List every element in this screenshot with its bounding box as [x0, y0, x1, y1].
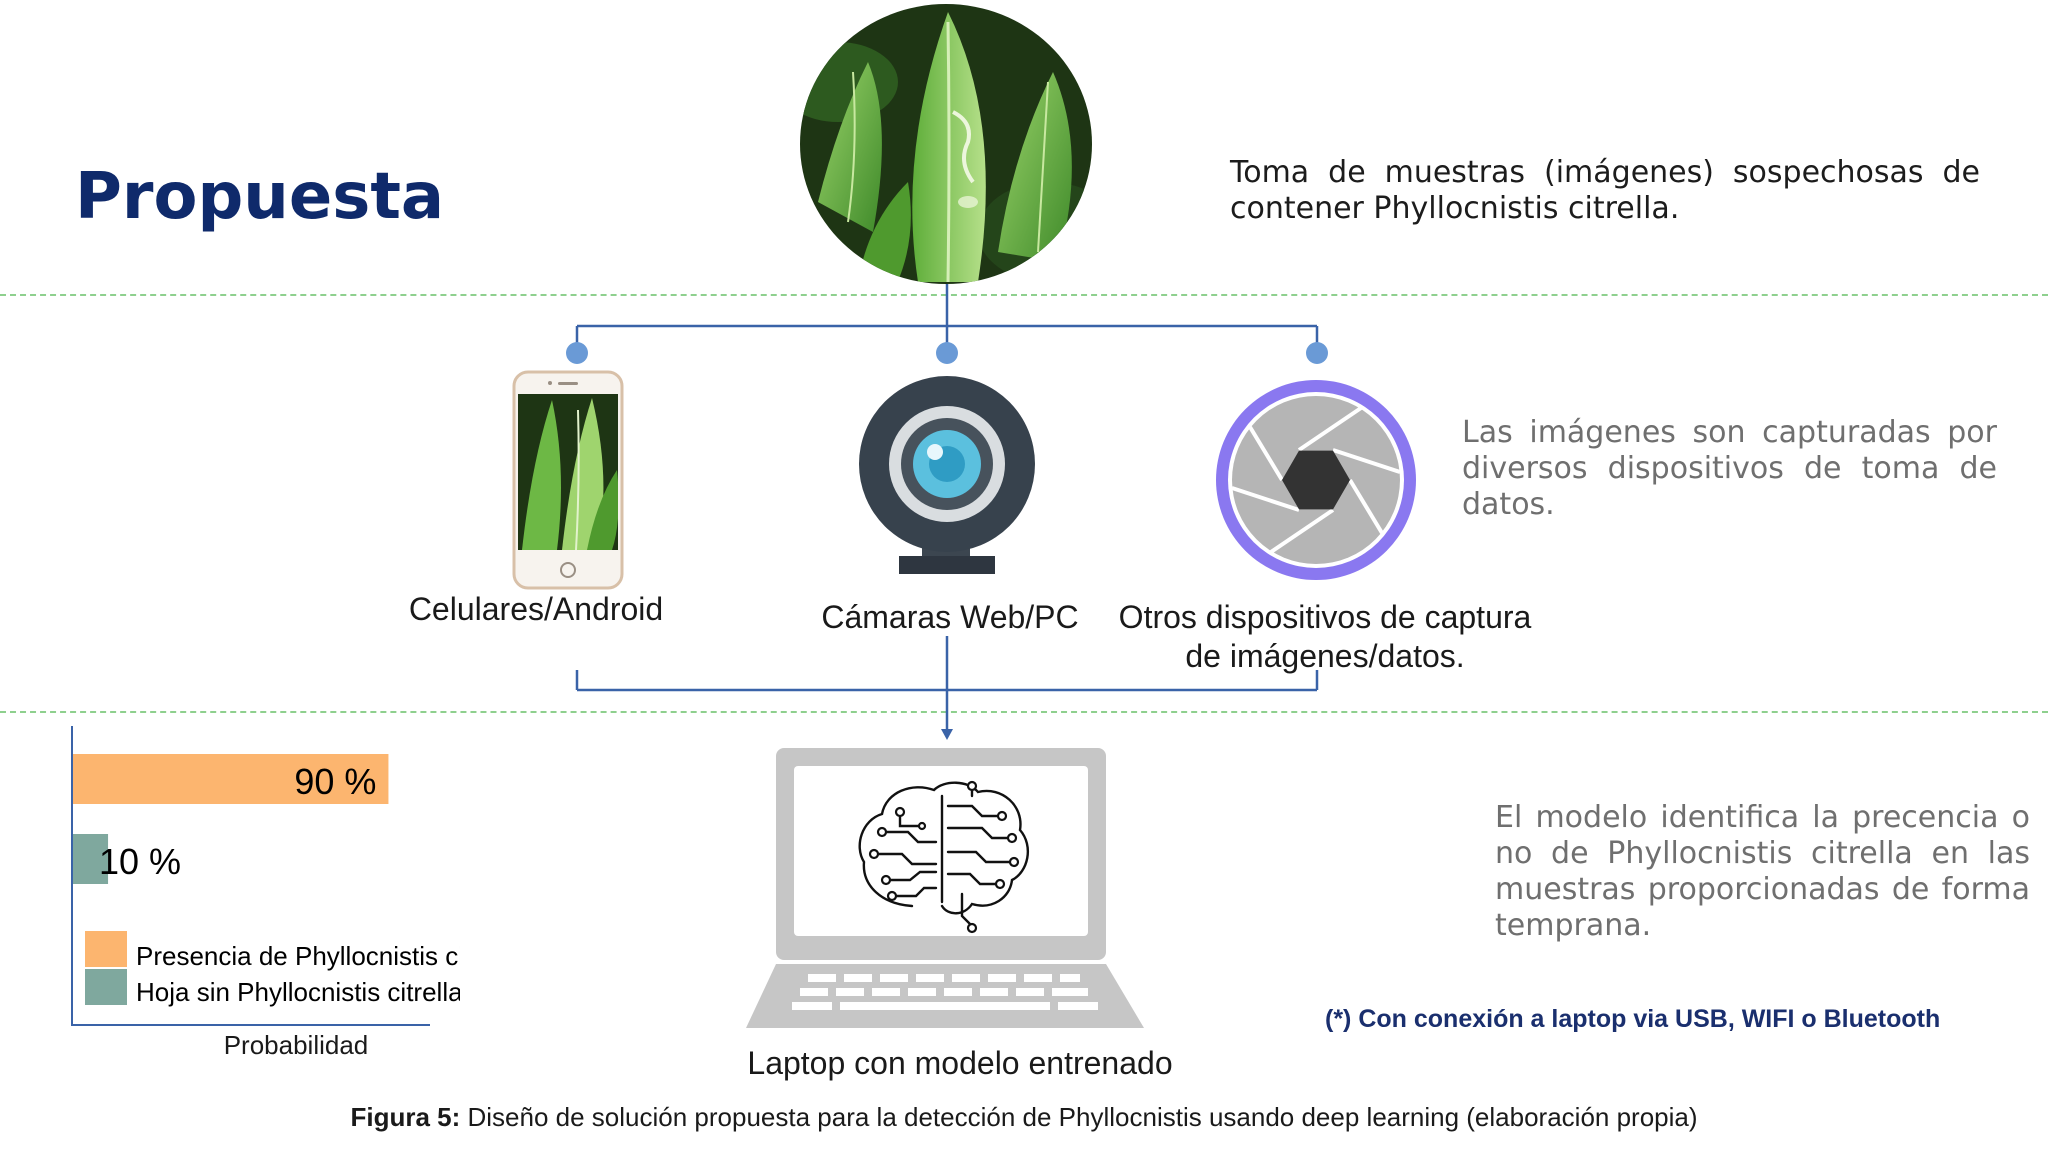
- webcam-icon: [859, 376, 1035, 574]
- legend-label-presence: Presencia de Phyllocnistis citrella: [136, 941, 460, 971]
- legend-label-healthy: Hoja sin Phyllocnistis citrella: [136, 977, 460, 1007]
- device-label-webcam: Cámaras Web/PC: [821, 599, 1079, 635]
- section-divider-bottom: [0, 711, 2048, 713]
- model-description: El modelo identifica la precencia o no d…: [1495, 800, 2030, 943]
- bar-value-label-1: 10 %: [99, 841, 181, 882]
- laptop-label: Laptop con modelo entrenado: [747, 1045, 1173, 1081]
- chart-x-label: Probabilidad: [223, 1030, 369, 1060]
- probability-chart: 90 % 10 % Presencia de Phyllocnistis citr…: [71, 726, 460, 1026]
- legend-swatch-presence: [85, 931, 127, 967]
- figure-caption: Figura 5: Diseño de solución propuesta p…: [0, 1102, 2048, 1133]
- caption-text: Diseño de solución propuesta para la det…: [460, 1102, 1698, 1132]
- bar-0: [73, 754, 389, 804]
- brain-circuit-icon: [858, 780, 1029, 934]
- bar-1: [73, 834, 109, 884]
- camera-aperture-icon: [1216, 380, 1416, 580]
- capture-description: Las imágenes son capturadas por diversos…: [1462, 415, 1997, 522]
- connection-note: (*) Con conexión a laptop via USB, WIFI …: [1325, 1005, 1941, 1033]
- smartphone-icon: [512, 370, 624, 590]
- caption-prefix: Figura 5:: [350, 1102, 461, 1132]
- sample-description: Toma de muestras (imágenes) sospechosas …: [1230, 155, 1980, 226]
- legend-swatch-healthy: [85, 969, 127, 1005]
- device-label-phone: Celulares/Android: [408, 591, 664, 627]
- page-title: Propuesta: [75, 160, 445, 234]
- bar-value-label-0: 90 %: [294, 761, 376, 802]
- device-label-other: Otros dispositivos de captura de imágene…: [1118, 599, 1532, 674]
- leaf-sample-image: [800, 4, 1092, 284]
- section-divider-top: [0, 294, 2048, 296]
